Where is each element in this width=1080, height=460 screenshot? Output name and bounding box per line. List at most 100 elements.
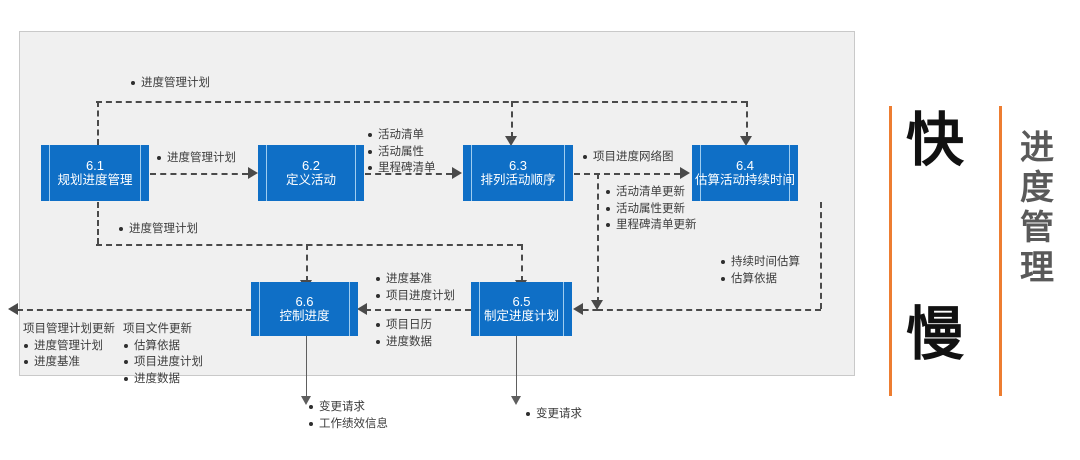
connector-mid-to-66 — [306, 244, 308, 282]
connector-64-to-65 — [597, 309, 821, 311]
label-item: 进度数据 — [375, 334, 432, 351]
side-char: 管 — [1020, 209, 1054, 248]
connector-mid-loop — [96, 244, 523, 246]
box-number: 6.5 — [512, 293, 531, 309]
box-divider-lines — [49, 145, 141, 201]
label-item: 估算依据 — [123, 338, 203, 355]
box-divider-lines — [266, 145, 356, 201]
connector-61-up — [97, 101, 99, 145]
arrowhead-65-to-66 — [357, 303, 367, 315]
side-title-progress-management: 进 度 管 理 — [1020, 128, 1054, 288]
label-item: 变更请求 — [525, 406, 582, 423]
connector-66-out-bottom — [306, 336, 307, 398]
connector-64-down — [820, 202, 822, 309]
label-item: 进度基准 — [23, 354, 115, 371]
box-label: 6.2 定义活动 — [283, 157, 339, 188]
label-item: 项目进度计划 — [123, 354, 203, 371]
connector-65-to-66 — [365, 309, 471, 311]
connector-top-loop — [96, 101, 747, 103]
label-item: 进度管理计划 — [23, 338, 115, 355]
box-name: 控制进度 — [279, 309, 330, 324]
label-item: 活动清单 — [367, 127, 436, 144]
connector-61-down — [97, 202, 99, 244]
label-62-to-63: 活动清单 活动属性 里程碑清单 — [367, 127, 436, 177]
label-item: 变更请求 — [308, 399, 388, 416]
label-item: 进度数据 — [123, 371, 203, 388]
label-item: 项目日历 — [375, 317, 432, 334]
label-65-outputs: 变更请求 — [525, 406, 582, 423]
box-divider-lines — [479, 282, 564, 336]
big-char-fast: 快 — [906, 108, 965, 173]
box-label: 6.4 估算活动持续时间 — [692, 158, 798, 188]
label-66-outputs: 变更请求 工作绩效信息 — [308, 399, 388, 432]
box-number: 6.1 — [85, 157, 105, 173]
process-box-6-5[interactable]: 6.5 制定进度计划 — [471, 282, 572, 336]
connector-top-to-63 — [511, 101, 513, 138]
box-label: 6.3 排列活动顺序 — [477, 157, 558, 188]
box-name: 定义活动 — [285, 173, 336, 188]
box-divider-lines — [259, 282, 350, 336]
label-top-loop: 进度管理计划 — [130, 75, 210, 92]
box-label: 6.5 制定进度计划 — [481, 293, 562, 324]
connector-62-to-63 — [365, 173, 452, 175]
label-item: 活动属性更新 — [605, 201, 697, 218]
process-box-6-3[interactable]: 6.3 排列活动顺序 — [463, 145, 573, 201]
arrowhead-63-down — [591, 300, 603, 310]
box-divider-lines — [700, 145, 790, 201]
arrowhead-top-to-64 — [740, 136, 752, 146]
connector-63-down — [597, 173, 599, 303]
side-char: 理 — [1020, 249, 1054, 288]
label-61-to-62: 进度管理计划 — [156, 150, 236, 167]
label-65-to-66-bottom: 项目日历 进度数据 — [375, 317, 432, 350]
arrowhead-66-out-left — [8, 303, 18, 315]
arrowhead-63-into-65 — [573, 303, 583, 315]
box-number: 6.6 — [295, 293, 314, 309]
label-item: 活动属性 — [367, 144, 436, 161]
label-item: 里程碑清单 — [367, 160, 436, 177]
box-name: 制定进度计划 — [483, 309, 559, 324]
label-item: 进度基准 — [375, 271, 455, 288]
label-item: 工作绩效信息 — [308, 416, 388, 433]
label-heading: 项目文件更新 — [123, 323, 192, 335]
label-heading: 项目管理计划更新 — [23, 323, 115, 335]
label-63-down: 活动清单更新 活动属性更新 里程碑清单更新 — [605, 184, 697, 234]
box-name: 估算活动持续时间 — [695, 173, 796, 188]
label-item: 估算依据 — [720, 271, 800, 288]
process-box-6-4[interactable]: 6.4 估算活动持续时间 — [692, 145, 798, 201]
arrowhead-63-to-64 — [680, 167, 690, 179]
connector-mid-to-65 — [521, 244, 523, 282]
process-box-6-1[interactable]: 6.1 规划进度管理 — [41, 145, 149, 201]
arrowhead-62-to-63 — [452, 167, 462, 179]
connector-63-into-65 — [583, 309, 598, 311]
label-item: 持续时间估算 — [720, 254, 800, 271]
label-64-to-65: 持续时间估算 估算依据 — [720, 254, 800, 287]
arrowhead-66-out-bottom — [301, 396, 311, 405]
big-char-slow: 慢 — [906, 302, 965, 367]
connector-63-to-64 — [574, 173, 680, 175]
label-project-doc-update: 项目文件更新 估算依据 项目进度计划 进度数据 — [123, 321, 203, 388]
process-box-6-2[interactable]: 6.2 定义活动 — [258, 145, 364, 201]
box-name: 排列活动顺序 — [480, 173, 556, 188]
arrowhead-61-to-62 — [248, 167, 258, 179]
connector-65-out-bottom — [516, 336, 517, 398]
process-box-6-6[interactable]: 6.6 控制进度 — [251, 282, 358, 336]
label-item: 进度管理计划 — [118, 221, 198, 238]
label-item: 活动清单更新 — [605, 184, 697, 201]
box-name: 规划进度管理 — [57, 173, 133, 188]
label-pm-plan-update: 项目管理计划更新 进度管理计划 进度基准 — [23, 321, 115, 371]
box-divider-lines — [471, 145, 565, 201]
box-number: 6.2 — [301, 157, 321, 173]
arrowhead-65-out-bottom — [511, 396, 521, 405]
label-65-to-66-top: 进度基准 项目进度计划 — [375, 271, 455, 304]
label-mid-loop: 进度管理计划 — [118, 221, 198, 238]
label-item: 里程碑清单更新 — [605, 217, 697, 234]
box-number: 6.3 — [508, 157, 528, 173]
accent-bar-right — [999, 106, 1002, 396]
connector-66-out-left — [17, 309, 252, 311]
connector-61-to-62 — [150, 173, 248, 175]
side-char: 度 — [1020, 169, 1054, 208]
label-item: 进度管理计划 — [156, 150, 236, 167]
label-item: 项目进度计划 — [375, 288, 455, 305]
label-item: 项目进度网络图 — [582, 149, 674, 166]
